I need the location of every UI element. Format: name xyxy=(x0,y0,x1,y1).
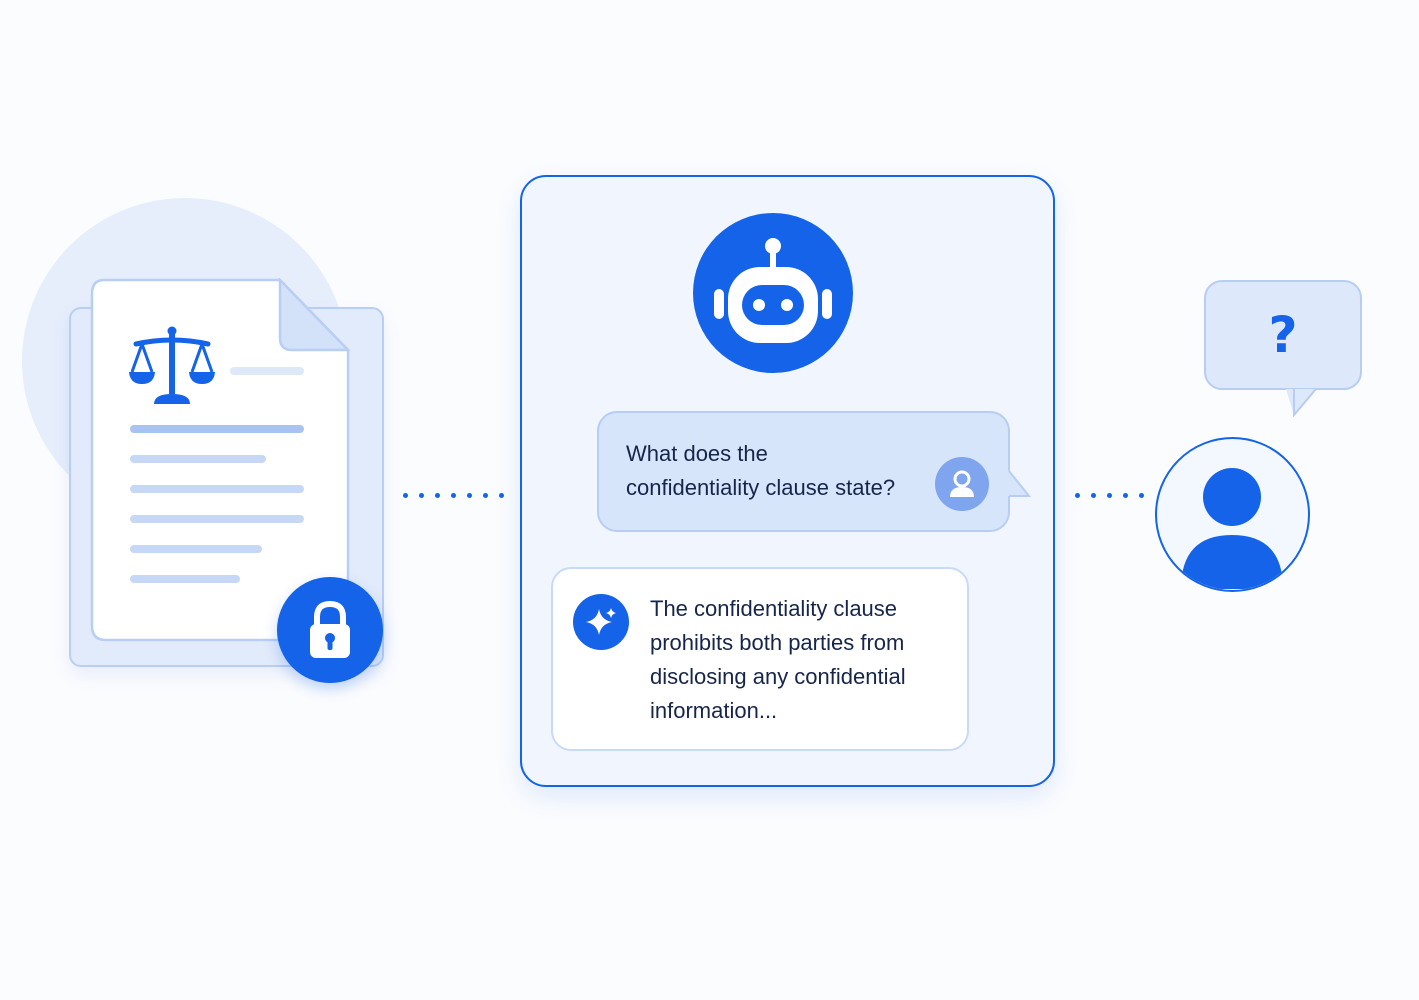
document-text-line xyxy=(130,425,304,433)
lock-icon xyxy=(277,577,383,683)
document-text-line xyxy=(130,515,304,523)
user-question-line: confidentiality clause state? xyxy=(626,475,896,500)
user-question-bubble-tail xyxy=(1008,470,1032,507)
assistant-answer-line: prohibits both parties from xyxy=(650,630,905,655)
document-text-line xyxy=(130,485,304,493)
assistant-answer-line: disclosing any confidential xyxy=(650,664,906,689)
question-bubble-tail xyxy=(1286,387,1320,422)
user-question-line: What does the xyxy=(626,441,768,466)
user-avatar-icon xyxy=(935,457,989,511)
document-text-line xyxy=(130,455,266,463)
robot-icon xyxy=(693,213,853,373)
assistant-answer-bubble xyxy=(551,567,969,751)
assistant-answer-line: information... xyxy=(650,698,778,723)
question-mark-icon: ? xyxy=(1268,306,1298,364)
sparkle-icon xyxy=(573,594,629,650)
assistant-answer-text: The confidentiality clause prohibits bot… xyxy=(650,592,950,728)
document-header-line xyxy=(230,367,304,375)
document-text-line xyxy=(130,575,240,583)
connector-chat-to-user xyxy=(1075,493,1144,498)
scales-of-justice-icon xyxy=(128,326,216,411)
assistant-answer-line: The confidentiality clause xyxy=(650,596,898,621)
document-text-line xyxy=(130,545,262,553)
user-question-text: What does the confidentiality clause sta… xyxy=(626,437,926,505)
user-icon xyxy=(1155,437,1310,592)
question-bubble: ? xyxy=(1204,280,1362,390)
connector-document-to-chat xyxy=(403,493,504,498)
